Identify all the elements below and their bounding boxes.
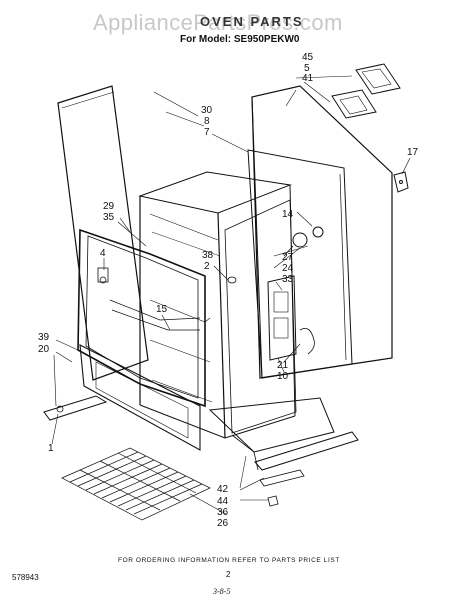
callout-30: 30 bbox=[201, 105, 213, 116]
ordering-info-footer: FOR ORDERING INFORMATION REFER TO PARTS … bbox=[118, 557, 340, 564]
lower-front-panel bbox=[79, 344, 201, 451]
callout-39: 39 bbox=[38, 332, 50, 343]
bracket-17 bbox=[393, 171, 409, 193]
diagram-title: OVEN PARTS bbox=[200, 14, 304, 29]
slide-44 bbox=[259, 469, 305, 487]
broiler-slide bbox=[254, 431, 359, 471]
oven-cavity-top bbox=[138, 171, 292, 214]
callout-21: 21 bbox=[277, 360, 289, 371]
callout-45: 45 bbox=[302, 52, 314, 63]
callout-44: 44 bbox=[217, 496, 229, 507]
callout-15: 15 bbox=[156, 304, 168, 315]
callout-2: 2 bbox=[204, 261, 210, 272]
oven-rack bbox=[61, 447, 211, 521]
callout-20: 20 bbox=[38, 344, 50, 355]
door-hinge bbox=[43, 395, 108, 421]
left-side-panel bbox=[57, 85, 149, 381]
bulb-socket bbox=[312, 226, 324, 238]
callout-27: 27 bbox=[282, 252, 294, 263]
callout-41: 41 bbox=[302, 73, 314, 84]
callout-1: 1 bbox=[48, 443, 54, 454]
callout-17: 17 bbox=[407, 147, 419, 158]
screw-36 bbox=[267, 495, 279, 507]
callout-10: 10 bbox=[277, 371, 289, 382]
callout-29: 29 bbox=[103, 201, 115, 212]
document-number: 578943 bbox=[12, 573, 39, 582]
rear-panel-inner bbox=[247, 149, 353, 379]
callout-14: 14 bbox=[282, 209, 294, 220]
callout-24: 24 bbox=[282, 263, 294, 274]
callout-8: 8 bbox=[204, 116, 210, 127]
control-bracket bbox=[267, 275, 297, 361]
vent-plate-5 bbox=[331, 89, 377, 119]
leader-lines bbox=[51, 75, 411, 515]
callout-36: 36 bbox=[217, 507, 229, 518]
model-label: For Model: SE950PEKW0 bbox=[180, 34, 300, 45]
callout-35: 35 bbox=[103, 212, 115, 223]
oven-right-side bbox=[224, 199, 297, 434]
callout-42: 42 bbox=[217, 484, 229, 495]
rear-wrap-panel bbox=[251, 85, 393, 379]
callout-33: 33 bbox=[282, 274, 294, 285]
callout-5: 5 bbox=[304, 63, 310, 74]
callout-38: 38 bbox=[202, 250, 214, 261]
light-bulb bbox=[292, 232, 308, 248]
vent-plate-45 bbox=[355, 63, 401, 95]
callout-26: 26 bbox=[217, 518, 229, 529]
oven-base bbox=[208, 397, 335, 453]
callout-7: 7 bbox=[204, 127, 210, 138]
watermark: AppliancePartsPros.com bbox=[93, 10, 343, 35]
callout-4: 4 bbox=[100, 248, 106, 259]
date-code: 3-8-5 bbox=[213, 587, 231, 596]
page-number: 2 bbox=[226, 570, 231, 579]
